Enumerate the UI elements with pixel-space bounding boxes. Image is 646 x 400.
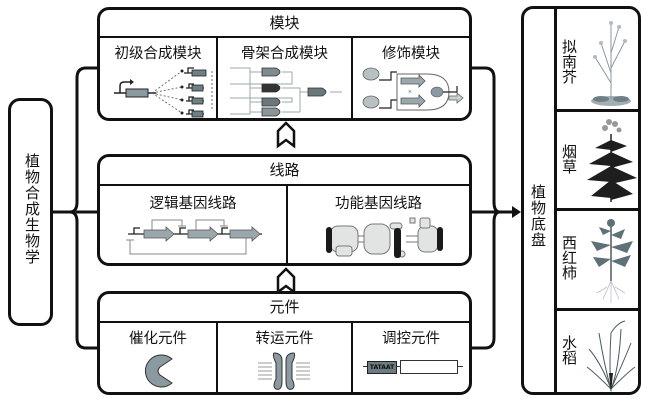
cell-label: 催化元件 <box>129 331 187 347</box>
transporter-icon <box>258 352 310 390</box>
module-scaffold-synthesis: 骨架合成模块 <box>218 38 351 118</box>
plant-label: 烟草 <box>560 144 578 174</box>
cell-label: 转运元件 <box>255 331 314 347</box>
module-primary-synthesis: 初级合成模块 <box>100 38 216 118</box>
chassis-box: 植物底盘 拟南芥 烟草 <box>521 6 641 395</box>
up-chevron-icon <box>276 121 296 149</box>
cell-label: 骨架合成模块 <box>241 46 328 62</box>
plant-arabidopsis: 拟南芥 <box>557 9 638 112</box>
divider <box>554 9 557 392</box>
functional-gene-circuit-icon <box>326 217 443 258</box>
promoter-icon: TATAAT <box>363 360 463 374</box>
part-transport: 转运元件 <box>218 323 351 393</box>
circuits-box: 线路 逻辑基因线路 功能基因线路 <box>97 154 472 266</box>
cell-label: 调控元件 <box>382 331 440 347</box>
parts-title: 元件 <box>100 294 469 323</box>
cell-label: 修饰模块 <box>382 46 440 62</box>
divider <box>216 38 218 118</box>
root-label: 植物合成生物学 <box>23 153 41 265</box>
module-modification: 修饰模块 ✶ <box>353 38 469 118</box>
coding-sequence-box <box>400 360 458 374</box>
plant-label: 拟南芥 <box>560 39 578 84</box>
arrow-to-chassis-icon <box>512 206 521 218</box>
rice-icon <box>586 320 636 393</box>
cell-label: 初级合成模块 <box>114 46 202 62</box>
part-catalytic: 催化元件 <box>100 323 216 393</box>
logic-gene-circuit-icon <box>126 219 262 255</box>
divider <box>351 323 353 392</box>
circuits-title: 线路 <box>100 157 469 186</box>
plant-label: 西红柿 <box>560 235 578 280</box>
gene-expression-cascade-icon <box>114 67 213 118</box>
plant-tobacco: 烟草 <box>557 112 638 211</box>
part-regulatory: 调控元件 TATAAT <box>353 323 469 393</box>
left-bracket <box>68 66 100 350</box>
modification-and-gate-icon: ✶ <box>362 67 464 111</box>
arabidopsis-icon <box>591 21 631 106</box>
plant-rice: 水稻 <box>557 311 638 395</box>
cell-label: 功能基因线路 <box>335 196 422 212</box>
up-chevron-icon <box>276 267 296 295</box>
svg-text:✶: ✶ <box>407 88 413 96</box>
modules-box: 模块 初级合成模块 <box>97 7 472 121</box>
scaffold-logic-gates-icon <box>230 67 342 117</box>
circuit-logic: 逻辑基因线路 <box>100 186 286 264</box>
tomato-icon <box>591 219 633 303</box>
enzyme-icon <box>144 354 173 388</box>
parts-box: 元件 催化元件 转运元件 调控元件 TATAAT <box>97 291 472 395</box>
divider <box>216 323 218 392</box>
tobacco-icon <box>587 119 637 202</box>
plant-tomato: 西红柿 <box>557 211 638 311</box>
cell-label: 逻辑基因线路 <box>149 196 237 212</box>
chassis-label: 植物底盘 <box>529 184 547 248</box>
plant-label: 水稻 <box>560 335 578 365</box>
right-bracket <box>469 66 502 350</box>
circuit-functional: 功能基因线路 <box>288 186 469 264</box>
root-box: 植物合成生物学 <box>8 98 53 326</box>
divider <box>286 186 288 263</box>
divider <box>351 38 353 118</box>
modules-title: 模块 <box>100 10 469 38</box>
promoter-box: TATAAT <box>367 361 397 374</box>
